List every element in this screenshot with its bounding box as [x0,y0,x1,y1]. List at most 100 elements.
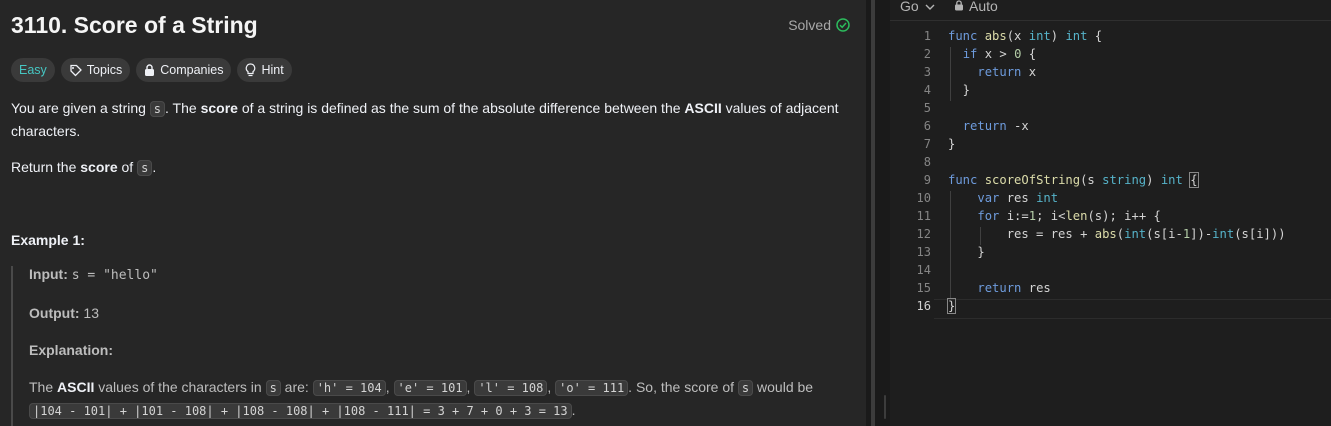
input-label: Input: [29,266,68,282]
line-number: 14 [916,263,931,277]
line-number: 10 [916,191,931,205]
line-number: 2 [923,47,931,61]
code-line: } [948,245,985,259]
code-line: func scoreOfString(s string) int { [948,172,1199,188]
inline-code: 'h' = 104 [312,380,386,396]
text: , [547,379,556,395]
auto-mode-toggle[interactable]: Auto [954,0,998,14]
inline-code: s [137,160,153,176]
code-line: for i:=1; i<len(s); i++ { [977,209,1161,223]
bold-text: ASCII [684,100,722,116]
hint-button[interactable]: Hint [237,58,292,82]
text: Return the [11,159,81,175]
difficulty-badge: Easy [11,58,55,82]
inline-code: s [737,380,754,396]
problem-description: You are given a string s . The score of a… [11,97,851,179]
explanation-label: Explanation: [29,342,114,358]
example-explanation-label: Explanation: [29,342,113,358]
language-selector[interactable]: Go [900,0,935,14]
text: of [117,159,138,175]
code-line: } [946,298,957,314]
line-number: 12 [916,227,931,241]
description-paragraph: You are given a string s. The score of a… [11,97,851,142]
line-number: 7 [923,137,931,151]
text: . So, the score of [628,379,738,395]
description-paragraph: Return the score of s. [11,156,851,179]
line-number: 13 [916,245,931,259]
tag-icon [69,64,82,77]
line-number: 1 [923,29,931,43]
topics-label: Topics [86,63,123,77]
input-value: s = "hello" [71,268,158,283]
code-line: var res int [977,191,1059,205]
code-line: return -x [962,119,1029,133]
output-value: 13 [83,305,99,321]
text: . The [165,100,201,116]
line-number: 6 [923,119,931,133]
line-number: 9 [923,173,931,187]
text: The [29,379,58,395]
bold-text: ASCII [57,379,95,395]
inline-code: |104 - 101| + |101 - 108| + |108 - 108| … [29,403,572,419]
inline-code: 'o' = 111 [555,380,629,396]
resize-handle[interactable] [884,395,886,419]
code-editor-panel: Go Auto 1 2 3 4 5 6 7 8 9 10 11 12 13 14… [890,0,1331,426]
example-output: Output: 13 [29,305,99,321]
code-line: if x > 0 { [962,47,1037,61]
text: values of the characters in [94,379,266,395]
lock-icon [144,64,155,76]
bold-text: score [80,159,118,175]
check-circle-icon [836,18,850,32]
text: . [571,402,576,418]
problem-panel: 3110. Score of a String Solved Easy Topi… [0,0,866,426]
indent-guide [950,191,951,299]
editor-toolbar: Go Auto [890,0,1331,21]
text: of a string is defined as the sum of the… [237,100,685,116]
companies-button[interactable]: Companies [136,58,232,82]
code-line: res = res + abs(int(s[i-1])-int(s[i])) [948,227,1286,241]
indent-guide [980,227,981,245]
text: , [385,379,394,395]
text: values of adjacent characters. [11,100,839,139]
solved-label: Solved [788,17,831,33]
companies-label: Companies [160,63,224,77]
text: You are given a string [11,100,150,116]
line-number: 11 [916,209,931,223]
line-number-current: 16 [916,299,931,313]
example-title: Example 1: [11,232,85,248]
code-line: func abs(x int) int { [948,29,1103,43]
text: . [152,159,157,175]
panel-splitter[interactable] [866,0,890,426]
solved-status: Solved [788,17,850,33]
output-label: Output: [29,305,80,321]
line-number: 5 [923,101,931,115]
scrollbar[interactable] [871,0,875,426]
line-number: 3 [923,65,931,79]
language-label: Go [900,0,919,14]
inline-code: 'l' = 108 [474,380,548,396]
explanation-text: The ASCII values of the characters in s … [29,376,849,422]
text: are: [280,379,313,395]
example-input: Input: s = "hello" [29,266,158,283]
problem-title: 3110. Score of a String [11,12,258,38]
code-line: return res [977,281,1051,295]
chevron-down-icon [925,0,935,14]
line-number: 8 [923,155,931,169]
example-block: Input: s = "hello" Output: 13 Explanatio… [11,266,848,426]
lightbulb-icon [245,63,256,77]
lock-icon [954,0,964,14]
line-number: 15 [916,281,931,295]
bold-text: score [200,100,238,116]
topics-button[interactable]: Topics [60,58,131,82]
indent-guide [950,47,951,101]
mode-label: Auto [969,0,998,14]
hint-label: Hint [261,63,284,77]
code-line: } [948,137,956,151]
current-line-highlight [934,299,1331,319]
problem-tags: Easy Topics Companies Hint [11,58,292,82]
code-line: } [948,83,971,97]
text: , [466,379,475,395]
inline-code: 'e' = 101 [393,380,467,396]
code-line: return x [977,65,1037,79]
inline-code: s [265,380,281,396]
